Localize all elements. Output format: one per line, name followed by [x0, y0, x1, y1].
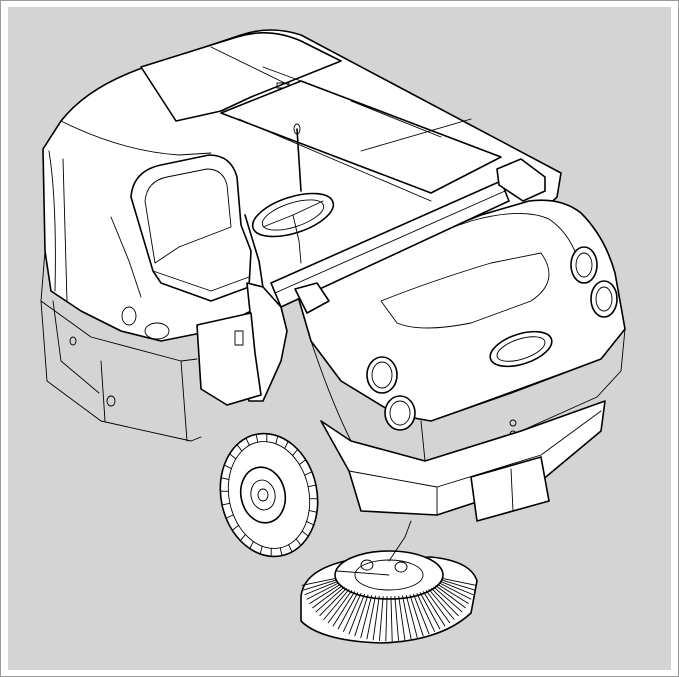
- rear-wheel: [219, 432, 319, 558]
- broom-bristle: [348, 593, 365, 635]
- broom-bristle: [309, 583, 341, 604]
- tire-tread-mark: [306, 520, 315, 526]
- tire-tread-mark: [304, 471, 313, 476]
- tire-tread-mark: [255, 433, 259, 443]
- broom-bristle: [437, 583, 469, 604]
- front-hood: [296, 199, 626, 482]
- broom-bristle: [327, 590, 353, 624]
- tire-tread-mark: [308, 509, 318, 513]
- tire-tread-mark: [231, 524, 240, 531]
- broom-bristle: [405, 595, 418, 638]
- broom-bristle: [409, 594, 424, 637]
- side-column: [196, 214, 288, 406]
- broom-bristle: [304, 580, 338, 596]
- broom-bristle: [413, 593, 430, 635]
- operator-seat: [110, 154, 252, 302]
- broom-bristle: [438, 582, 472, 600]
- light-bar: [270, 158, 546, 314]
- broom-bristle: [343, 593, 362, 632]
- tire-tread-mark: [223, 464, 232, 470]
- tire-tread-mark: [236, 444, 243, 452]
- side-broom: [300, 520, 478, 644]
- broom-bristle: [433, 586, 463, 613]
- tire-tread-mark: [221, 502, 231, 506]
- broom-bristle: [416, 593, 435, 632]
- broom-bristle: [390, 596, 393, 642]
- illustration-panel: [8, 7, 671, 670]
- broom-bristle: [306, 582, 340, 600]
- tire-tread-mark: [249, 541, 254, 550]
- steering-wheel: [251, 123, 335, 264]
- sweeper-line-drawing: [40, 29, 626, 644]
- broom-bristle: [440, 580, 474, 596]
- broom-bristle: [337, 592, 359, 630]
- tire-tread-mark: [275, 435, 279, 445]
- broom-bristle: [315, 586, 345, 613]
- broom-bristle: [425, 590, 451, 624]
- tire-tread-mark: [220, 477, 230, 481]
- broom-bristle: [422, 591, 446, 627]
- top-cover: [140, 32, 502, 202]
- broom-bristle: [312, 585, 343, 609]
- broom-bristle: [354, 594, 369, 637]
- broom-bristle: [372, 595, 380, 641]
- tire-tread-mark: [288, 544, 293, 553]
- tire-tread-mark: [292, 448, 299, 457]
- broom-bristle: [419, 592, 441, 630]
- broom-bristle: [302, 579, 337, 591]
- broom-bristle: [428, 589, 455, 620]
- tire-tread-mark: [298, 459, 307, 466]
- tire-tread-mark: [259, 545, 263, 555]
- broom-bristle: [385, 596, 388, 642]
- tire-tread-mark: [229, 453, 237, 460]
- front-skirt: [320, 400, 606, 522]
- tire-tread-mark: [301, 530, 309, 537]
- broom-bristle: [394, 596, 400, 642]
- broom-bristle: [441, 579, 476, 591]
- broom-bristle: [319, 587, 347, 617]
- tire-tread-mark: [295, 538, 302, 546]
- broom-bristle: [402, 595, 412, 640]
- broom-bristle: [301, 577, 337, 586]
- broom-bristle: [378, 596, 384, 642]
- tire-tread-mark: [245, 437, 250, 446]
- tire-tread-mark: [307, 484, 317, 488]
- broom-bristle: [332, 591, 356, 627]
- tire-tread-mark: [239, 533, 246, 542]
- broom-bristle: [323, 589, 350, 620]
- broom-bristle: [431, 587, 459, 617]
- broom-bristle: [441, 577, 477, 586]
- broom-bristle: [435, 585, 466, 609]
- tire-tread-mark: [225, 514, 234, 519]
- broom-bristle: [360, 595, 373, 638]
- tire-tread-mark: [284, 440, 289, 449]
- tire-tread-mark: [279, 547, 283, 557]
- broom-bristle: [398, 595, 406, 641]
- broom-bristle: [366, 595, 376, 640]
